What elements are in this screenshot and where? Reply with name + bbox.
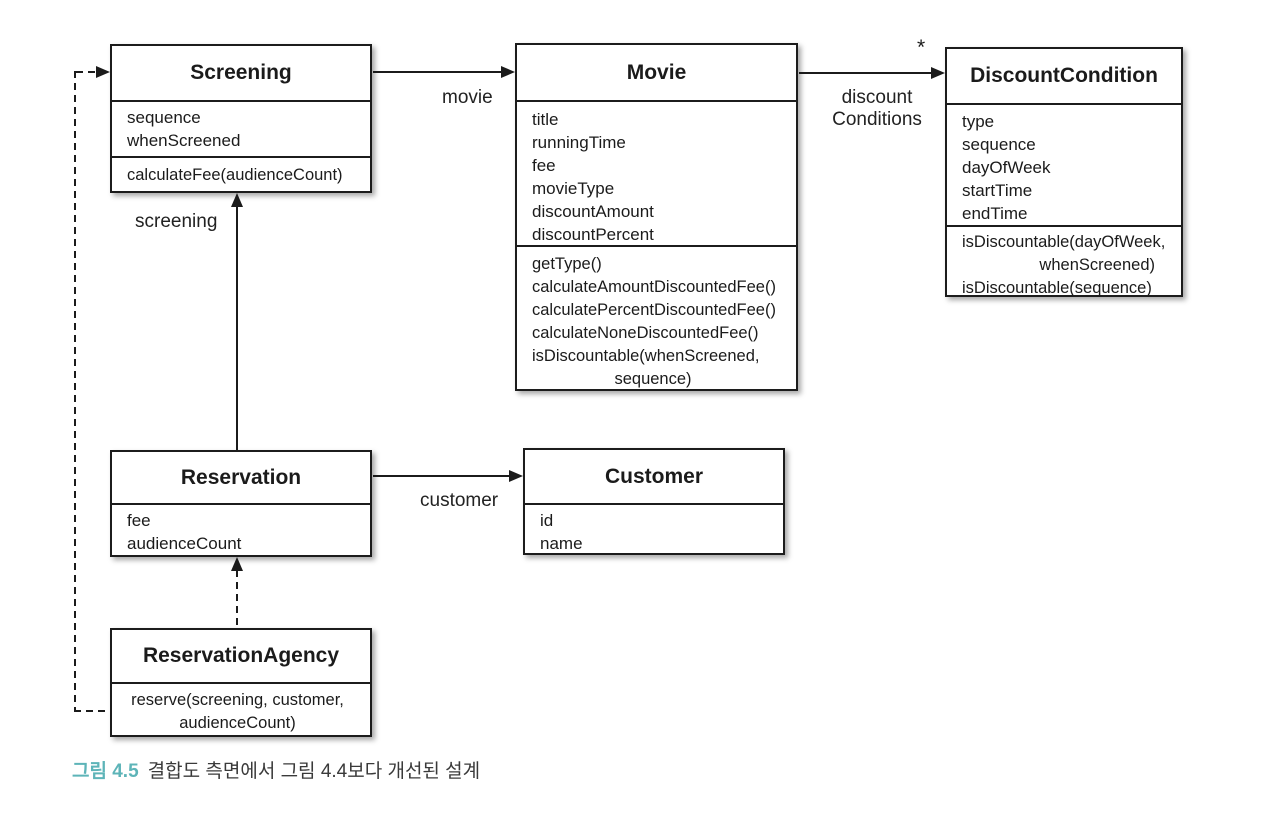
attribute: discountAmount xyxy=(532,202,654,221)
method: calculateNoneDiscountedFee() xyxy=(532,324,759,342)
class-title: DiscountCondition xyxy=(970,64,1158,87)
class-title: ReservationAgency xyxy=(142,644,340,667)
arrowhead-icon xyxy=(231,193,243,207)
attribute: fee xyxy=(532,156,556,175)
arrow-screening-to-movie xyxy=(373,71,503,73)
attributes-compartment: sequence whenScreened xyxy=(112,100,370,156)
attributes-compartment: title runningTime fee movieType discount… xyxy=(517,100,796,245)
class-box-discount-condition: DiscountCondition type sequence dayOfWee… xyxy=(945,47,1183,297)
multiplicity-star: * xyxy=(917,36,926,59)
method-continuation: sequence) xyxy=(614,370,692,388)
attributes-compartment: fee audienceCount xyxy=(112,503,370,555)
attribute: name xyxy=(540,534,583,553)
class-box-screening: Screening sequence whenScreened calculat… xyxy=(110,44,372,193)
attribute: discountPercent xyxy=(532,225,654,244)
relation-label-screening: screening xyxy=(135,211,218,232)
method: calculatePercentDiscountedFee() xyxy=(532,301,776,319)
method-continuation: audienceCount) xyxy=(179,714,296,732)
method: calculateFee(audienceCount) xyxy=(127,166,343,184)
relation-label-movie: movie xyxy=(442,87,493,108)
method: reserve(screening, customer, xyxy=(131,691,344,709)
attribute: type xyxy=(962,112,995,131)
arrowhead-icon xyxy=(96,66,110,78)
methods-compartment: calculateFee(audienceCount) xyxy=(112,156,370,195)
method: isDiscountable(whenScreened, xyxy=(532,347,760,365)
class-title: Reservation xyxy=(180,465,302,489)
dashed-arrow-agency-to-screening-vertical-segment xyxy=(74,71,76,712)
arrow-movie-to-discount-condition xyxy=(799,72,933,74)
attribute: movieType xyxy=(532,179,615,198)
relation-label-line: discount xyxy=(841,87,913,108)
methods-compartment: reserve(screening, customer, audienceCou… xyxy=(112,682,370,735)
class-box-movie: Movie title runningTime fee movieType di… xyxy=(515,43,798,391)
arrowhead-icon xyxy=(509,470,523,482)
figure-caption: 그림 4.5 결합도 측면에서 그림 4.4보다 개선된 설계 xyxy=(72,756,480,783)
method: getType() xyxy=(532,255,602,273)
method-continuation: whenScreened) xyxy=(1039,256,1155,274)
relation-label-discount-conditions: discount Conditions xyxy=(821,87,933,131)
class-box-reservation: Reservation fee audienceCount xyxy=(110,450,372,557)
dashed-arrow-agency-to-reservation xyxy=(236,570,238,628)
figure-number: 그림 4.5 xyxy=(72,761,139,782)
class-title: Screening xyxy=(190,61,292,84)
attribute: audienceCount xyxy=(127,534,242,553)
attribute: id xyxy=(540,511,554,530)
method: isDiscountable(dayOfWeek, xyxy=(962,233,1166,251)
methods-compartment: getType() calculateAmountDiscountedFee()… xyxy=(517,245,796,393)
attribute: fee xyxy=(127,511,151,530)
method: isDiscountable(sequence) xyxy=(962,279,1152,297)
relation-label-customer: customer xyxy=(420,490,499,511)
arrow-reservation-to-customer xyxy=(373,475,511,477)
attribute: sequence xyxy=(127,108,201,127)
class-box-reservation-agency: ReservationAgency reserve(screening, cus… xyxy=(110,628,372,737)
class-box-customer: Customer id name xyxy=(523,448,785,555)
attribute: startTime xyxy=(962,181,1033,200)
method: calculateAmountDiscountedFee() xyxy=(532,278,776,296)
relation-label-line: Conditions xyxy=(832,109,922,130)
attribute: runningTime xyxy=(532,133,626,152)
arrowhead-icon xyxy=(931,67,945,79)
attribute: sequence xyxy=(962,135,1036,154)
class-title: Movie xyxy=(626,60,687,84)
dashed-arrow-agency-to-screening-top-segment xyxy=(76,71,98,73)
attribute: title xyxy=(532,110,559,129)
attribute: whenScreened xyxy=(127,131,241,150)
attributes-compartment: id name xyxy=(525,503,783,553)
attributes-compartment: type sequence dayOfWeek startTime endTim… xyxy=(947,103,1181,225)
methods-compartment: isDiscountable(dayOfWeek, whenScreened) … xyxy=(947,225,1181,297)
arrowhead-icon xyxy=(231,557,243,571)
arrow-reservation-to-screening xyxy=(236,204,238,450)
class-title: Customer xyxy=(604,464,704,488)
attribute: dayOfWeek xyxy=(962,158,1051,177)
dashed-arrow-agency-to-screening-bottom-segment xyxy=(74,710,110,712)
figure-caption-text: 결합도 측면에서 그림 4.4보다 개선된 설계 xyxy=(147,761,481,782)
arrowhead-icon xyxy=(501,66,515,78)
attribute: endTime xyxy=(962,204,1028,223)
